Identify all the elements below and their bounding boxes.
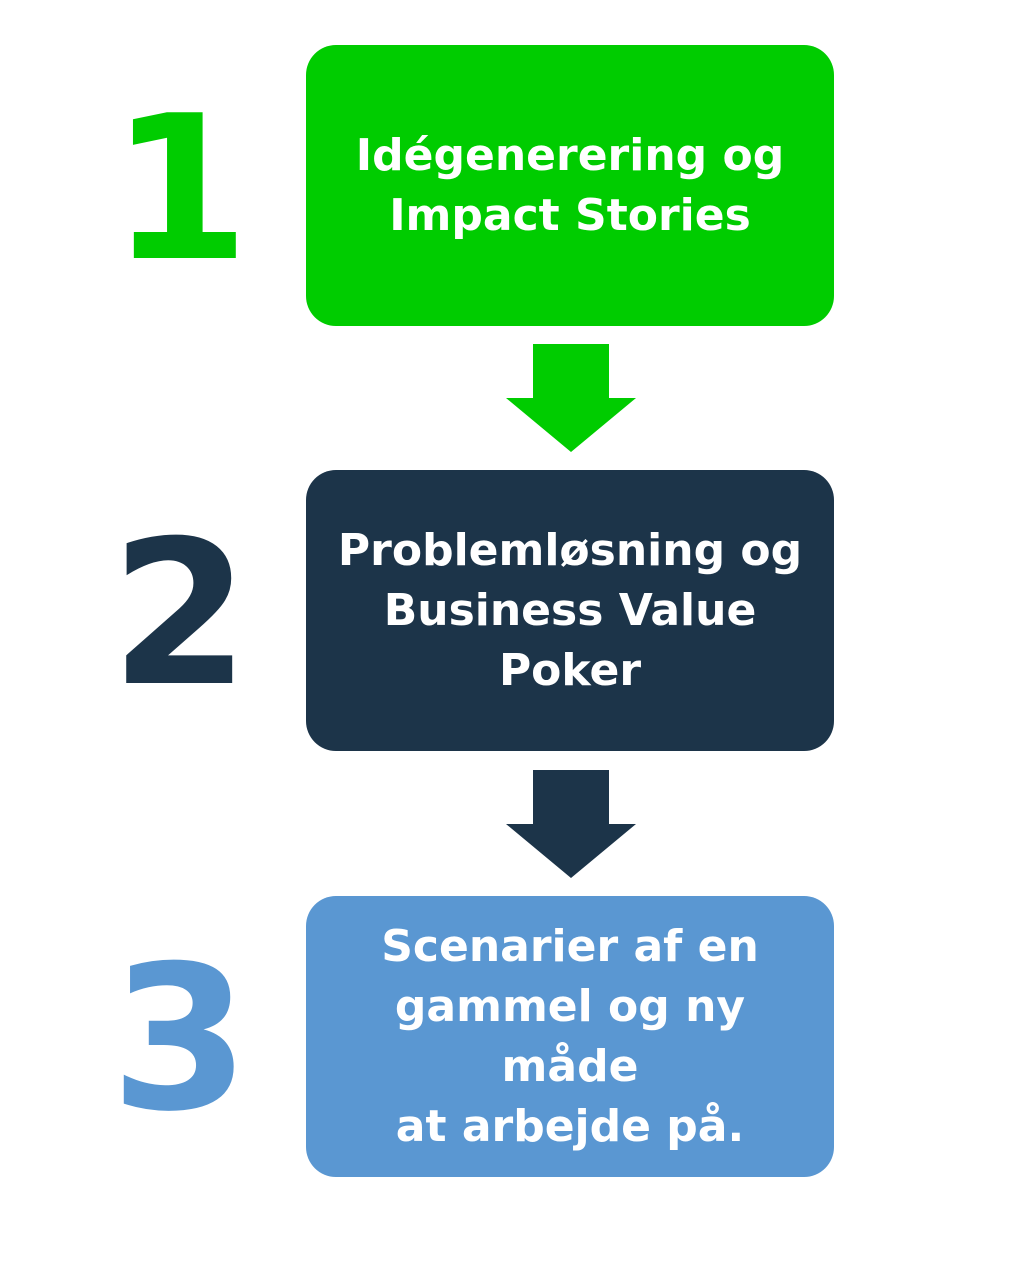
step-3-text: Scenarier af en gammel og ny måde at arb… xyxy=(381,920,759,1152)
step-1-box: Idégenerering og Impact Stories xyxy=(306,45,834,326)
step-3-number: 3 xyxy=(110,923,250,1156)
step-2-text: Problemløsning og Business Value Poker xyxy=(337,524,803,696)
step-2-number: 2 xyxy=(110,498,250,731)
step-2-box: Problemløsning og Business Value Poker xyxy=(306,470,834,751)
arrow-2-shape xyxy=(506,770,636,878)
arrow-1-shape xyxy=(506,344,636,452)
step-1-number: 1 xyxy=(110,73,250,306)
down-arrow-icon xyxy=(506,770,636,878)
down-arrow-icon xyxy=(506,344,636,452)
step-3-box: Scenarier af en gammel og ny måde at arb… xyxy=(306,896,834,1177)
step-1-text: Idégenerering og Impact Stories xyxy=(355,129,785,241)
